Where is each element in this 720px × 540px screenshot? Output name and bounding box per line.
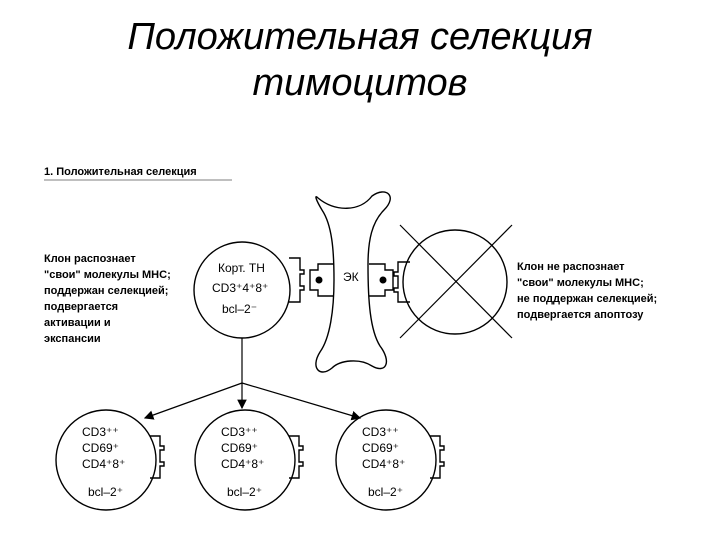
daughter-cell-1-line-1: CD3⁺⁺	[82, 425, 119, 439]
daughter-cell-2-line-3: CD4⁺8⁺	[221, 457, 264, 471]
left-note: Клон распознает "свои" молекулы МНС; под…	[44, 253, 171, 345]
daughter-cell-1-line-2: CD69⁺	[82, 441, 119, 455]
daughter-cell-3-line-3: CD4⁺8⁺	[362, 457, 405, 471]
cross-line-2	[399, 224, 513, 339]
mhc-left	[309, 263, 334, 297]
daughter-cell-1-membrane	[55, 409, 157, 511]
arrow-left	[143, 382, 243, 420]
daughter-cell-2-line-2: CD69⁺	[221, 441, 258, 455]
main-cell-line-2: CD3⁺4⁺8⁺	[212, 281, 268, 295]
left-note-line-2: "свои" молекулы МНС;	[44, 269, 171, 281]
right-note-line-3: не поддержан селекцией;	[517, 293, 657, 305]
daughter-cell-3: CD3⁺⁺ CD69⁺ CD4⁺8⁺ bcl–2⁺	[335, 409, 445, 511]
daughter-cell-3-receptor	[430, 435, 445, 479]
apoptotic-cell-receptor	[393, 261, 410, 303]
daughter-cell-2-line-1: CD3⁺⁺	[221, 425, 258, 439]
daughter-cell-2-membrane	[194, 409, 296, 511]
arrow-right	[241, 382, 362, 421]
section-heading: 1. Положительная селекция	[44, 166, 197, 178]
epithelial-cell	[315, 191, 391, 373]
daughter-cell-3-line-4: bcl–2⁺	[368, 485, 403, 499]
mhc-right	[369, 263, 394, 297]
slide-title-line-1: Положительная селекция	[127, 16, 593, 58]
left-note-line-5: активации и	[44, 317, 111, 329]
mhc-left-peptide	[315, 276, 323, 284]
slide-title: Положительная селекция тимоцитов	[0, 14, 720, 106]
daughter-cell-2-line-4: bcl–2⁺	[227, 485, 262, 499]
daughter-cell-2: CD3⁺⁺ CD69⁺ CD4⁺8⁺ bcl–2⁺	[194, 409, 304, 511]
slide-title-line-2: тимоцитов	[252, 62, 468, 104]
right-note-line-4: подвергается апоптозу	[517, 309, 644, 321]
daughter-cell-1-line-4: bcl–2⁺	[88, 485, 123, 499]
left-note-line-6: экспансии	[44, 333, 101, 345]
main-cell-receptor	[289, 257, 305, 303]
apoptotic-cell	[402, 229, 508, 335]
daughter-cell-2-receptor	[289, 435, 304, 479]
daughter-cell-3-membrane	[335, 409, 437, 511]
right-note: Клон не распознает "свои" молекулы МНС; …	[517, 261, 657, 321]
main-cell-line-1: Корт. ТН	[218, 261, 265, 275]
left-note-line-3: поддержан селекцией;	[44, 285, 168, 297]
expansion-arrows	[143, 338, 362, 421]
left-note-line-1: Клон распознает	[44, 253, 136, 265]
daughter-cell-1-line-3: CD4⁺8⁺	[82, 457, 125, 471]
left-note-line-4: подвергается	[44, 301, 118, 313]
daughter-cell-3-line-1: CD3⁺⁺	[362, 425, 399, 439]
daughter-cell-3-line-2: CD69⁺	[362, 441, 399, 455]
right-note-line-2: "свои" молекулы МНС;	[517, 277, 644, 289]
epithelial-cell-label: ЭК	[343, 270, 359, 284]
main-cell-line-3: bcl–2⁻	[222, 302, 257, 316]
right-note-line-1: Клон не распознает	[517, 261, 625, 273]
daughter-cell-1-receptor	[150, 435, 165, 479]
daughter-cell-1: CD3⁺⁺ CD69⁺ CD4⁺8⁺ bcl–2⁺	[55, 409, 165, 511]
mhc-right-peptide	[379, 276, 387, 284]
